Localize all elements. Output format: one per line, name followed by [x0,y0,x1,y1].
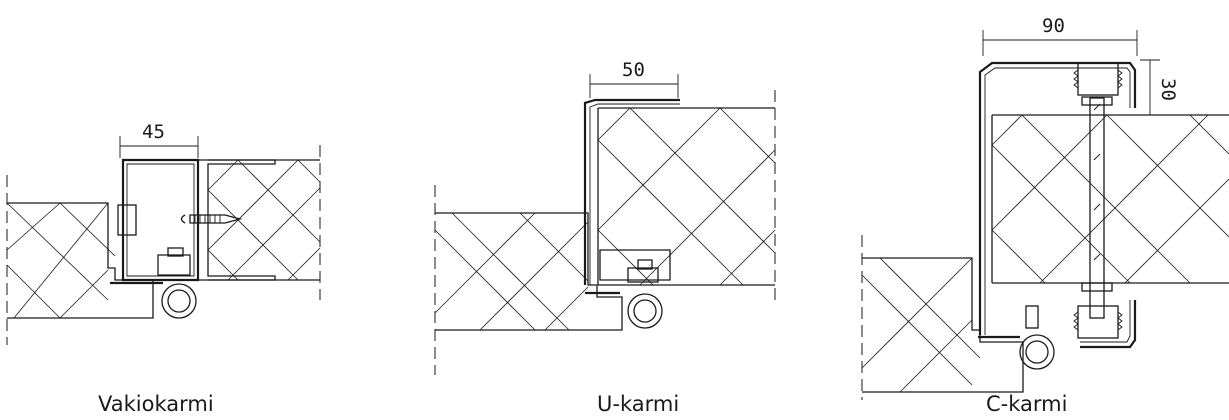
vakiokarmi-door-panel [6,175,154,345]
vakiokarmi-frame-profile [110,158,243,319]
dimension-label-45: 45 [142,121,165,143]
u-karmi-frame-profile [583,98,680,329]
u-karmi-dimension-50: 50 [589,59,679,98]
c-karmi-dimension-30: 30 [1140,59,1179,116]
u-karmi-wall-panel [597,90,776,300]
dimension-label-90: 90 [1042,15,1065,37]
caption-c-karmi: C-karmi [986,392,1068,416]
c-karmi-dimension-90: 90 [982,15,1138,56]
c-karmi-section: 90 30 [861,15,1229,400]
c-karmi-door-panel [861,235,1024,400]
dimension-label-30: 30 [1157,78,1179,101]
u-karmi-section: 50 [434,59,776,375]
dimension-label-50: 50 [622,59,645,81]
vakiokarmi-section: 45 [6,121,321,345]
c-karmi-wall-panel [991,114,1229,284]
c-karmi-frame-profile [978,61,1137,370]
caption-vakiokarmi: Vakiokarmi [98,392,214,416]
u-karmi-door-panel [434,185,623,375]
caption-u-karmi: U-karmi [597,392,680,416]
vakiokarmi-wall-panel [198,145,321,300]
vakiokarmi-dimension-45: 45 [119,121,199,158]
